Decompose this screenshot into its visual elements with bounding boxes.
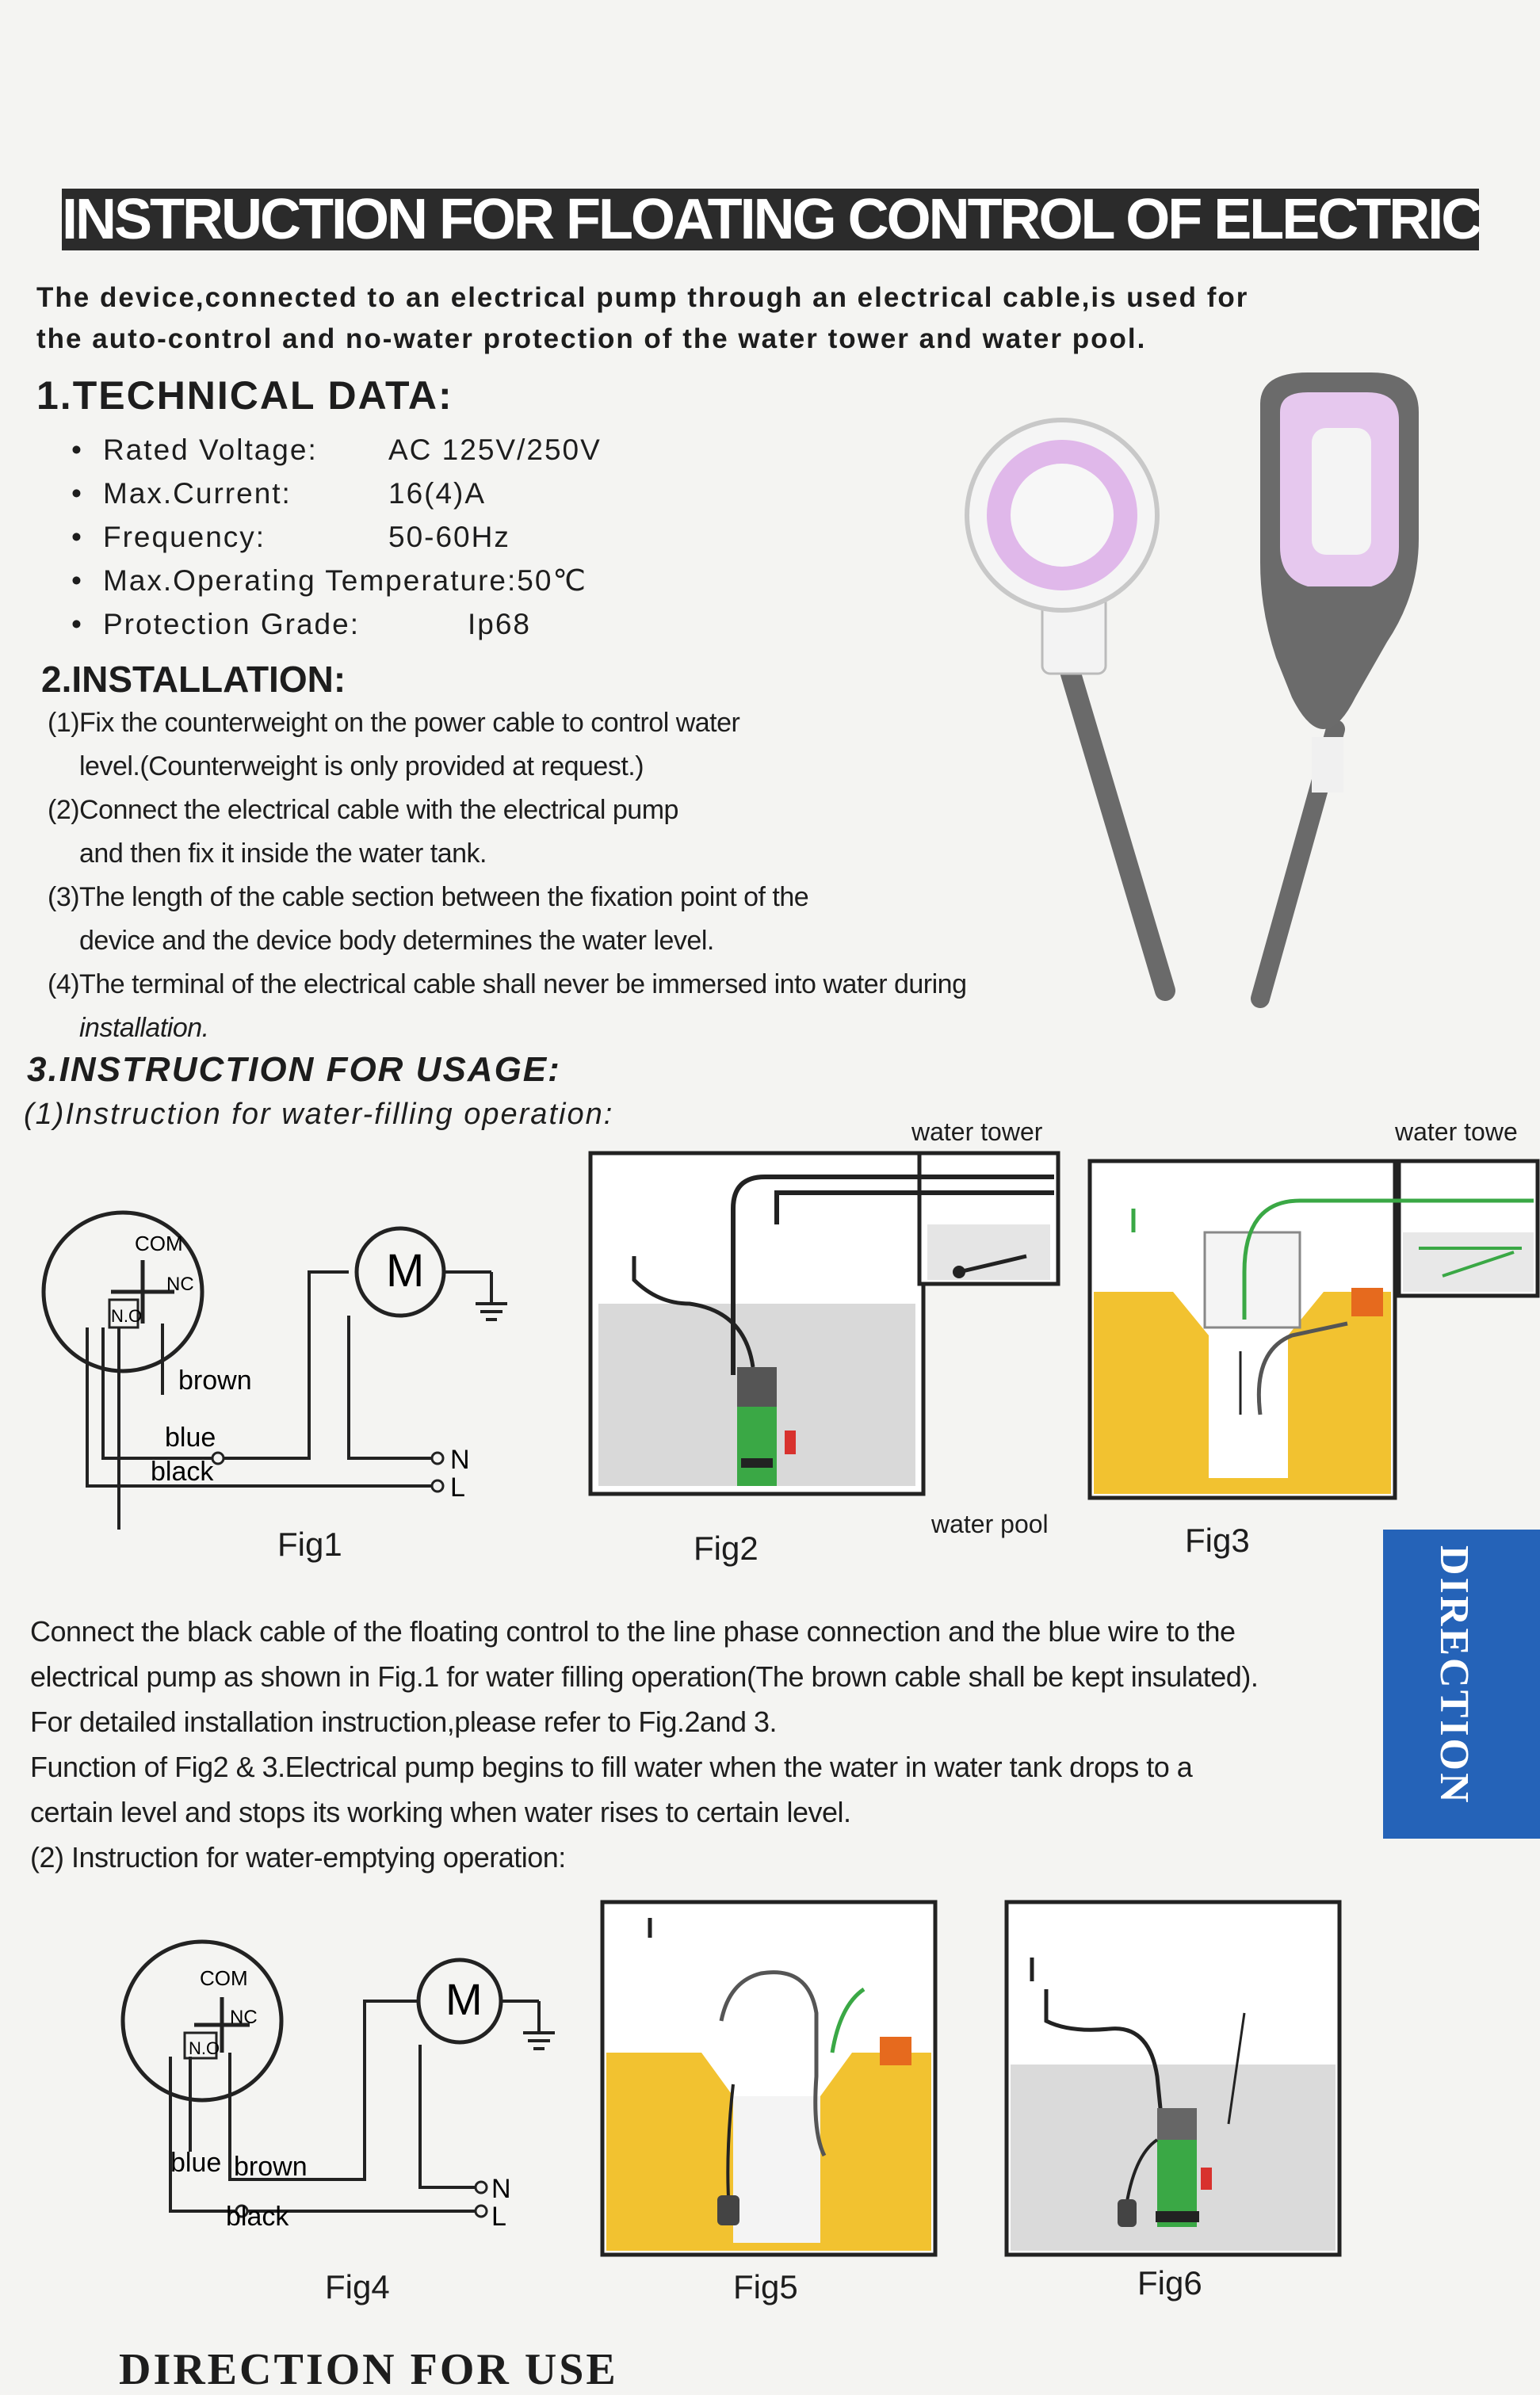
direction-side-tab-label: DIRECTION bbox=[1431, 1545, 1477, 1805]
water-tower-label: water tower bbox=[911, 1117, 1043, 1146]
spec-label: Max.Operating Temperature:50℃ bbox=[103, 564, 587, 597]
fig2-label: Fig2 bbox=[694, 1530, 759, 1567]
spec-value: AC 125V/250V bbox=[388, 434, 602, 466]
spec-value: 16(4)A bbox=[388, 477, 487, 510]
paragraph-line: Connect the black cable of the floating … bbox=[30, 1615, 1236, 1648]
water-pool-label: water pool bbox=[931, 1510, 1049, 1538]
installation-line: (2)Connect the electrical cable with the… bbox=[48, 795, 678, 825]
installation-line: (3)The length of the cable section betwe… bbox=[48, 882, 809, 912]
fig6-illustration bbox=[1004, 1900, 1342, 2257]
fig6-label: Fig6 bbox=[1137, 2264, 1202, 2301]
direction-side-tab: DIRECTION bbox=[1383, 1530, 1540, 1839]
l-terminal-label: L bbox=[450, 1473, 465, 1503]
spec-label: Frequency: bbox=[103, 521, 266, 553]
spec-label: Max.Current: bbox=[103, 477, 292, 510]
motor-symbol: M bbox=[445, 1974, 483, 2024]
blue-label: blue bbox=[165, 1423, 216, 1453]
paragraph-line: For detailed installation instruction,pl… bbox=[30, 1706, 778, 1738]
filling-heading: (1)Instruction for water-filling operati… bbox=[24, 1098, 614, 1131]
installation-line: level.(Counterweight is only provided at… bbox=[79, 751, 644, 781]
nc-label: NC bbox=[230, 2007, 258, 2028]
l-terminal-label: L bbox=[491, 2202, 506, 2232]
paragraph-line: Function of Fig2 & 3.Electrical pump beg… bbox=[30, 1751, 1193, 1783]
paragraph-line: electrical pump as shown in Fig.1 for wa… bbox=[30, 1660, 1259, 1693]
intro-line: The device,connected to an electrical pu… bbox=[36, 282, 1249, 313]
motor-symbol: M bbox=[386, 1245, 424, 1297]
intro-line: the auto-control and no-water protection… bbox=[36, 323, 1147, 354]
fig4-wiring-diagram: COM NC N.O M blue brown black N L bbox=[120, 1939, 555, 2232]
installation-line: (4)The terminal of the electrical cable … bbox=[48, 969, 967, 999]
black-label: black bbox=[226, 2202, 289, 2232]
brown-label: brown bbox=[234, 2152, 308, 2182]
no-label: N.O bbox=[111, 1306, 142, 1326]
brown-label: brown bbox=[178, 1366, 252, 1396]
fig1-label: Fig1 bbox=[277, 1526, 342, 1563]
technical-list: •Rated Voltage:AC 125V/250V •Max.Current… bbox=[71, 428, 602, 646]
installation-line: and then fix it inside the water tank. bbox=[79, 838, 487, 869]
fig2-illustration bbox=[588, 1151, 1060, 1496]
com-label: COM bbox=[135, 1232, 183, 1255]
usage-heading: 3.INSTRUCTION FOR USAGE: bbox=[27, 1050, 561, 1089]
installation-line: installation. bbox=[79, 1013, 209, 1043]
spec-row: •Frequency:50-60Hz bbox=[71, 515, 602, 559]
fig5-illustration bbox=[600, 1900, 938, 2257]
spec-row: •Protection Grade:Ip68 bbox=[71, 602, 602, 646]
no-label: N.O bbox=[189, 2038, 220, 2058]
spec-row: •Max.Operating Temperature:50℃ bbox=[71, 559, 602, 602]
com-label: COM bbox=[200, 1966, 248, 1990]
fig3-illustration bbox=[1087, 1159, 1540, 1500]
footer-title: DIRECTION FOR USE bbox=[119, 2345, 618, 2394]
fig3-label: Fig3 bbox=[1185, 1522, 1250, 1559]
spec-value: Ip68 bbox=[468, 608, 532, 640]
n-terminal-label: N bbox=[491, 2174, 511, 2204]
intro-text: The device,connected to an electrical pu… bbox=[36, 277, 1248, 360]
fig5-label: Fig5 bbox=[733, 2268, 798, 2305]
float-switch-illustration bbox=[965, 372, 1419, 1008]
installation-line: (1)Fix the counterweight on the power ca… bbox=[48, 708, 740, 738]
spec-row: •Max.Current:16(4)A bbox=[71, 472, 602, 515]
nc-label: NC bbox=[166, 1274, 194, 1295]
paragraph-line: certain level and stops its working when… bbox=[30, 1796, 851, 1828]
installation-heading: 2.INSTALLATION: bbox=[41, 659, 346, 700]
installation-list: (1)Fix the counterweight on the power ca… bbox=[48, 701, 967, 1050]
paragraph-line: (2) Instruction for water-emptying opera… bbox=[30, 1841, 566, 1874]
spec-value: 50-60Hz bbox=[388, 521, 510, 553]
usage-paragraph: Connect the black cable of the floating … bbox=[30, 1609, 1259, 1880]
water-tower-label: water towe bbox=[1395, 1117, 1518, 1146]
black-label: black bbox=[151, 1457, 214, 1487]
installation-line: device and the device body determines th… bbox=[79, 926, 714, 956]
technical-heading: 1.TECHNICAL DATA: bbox=[36, 373, 453, 418]
blue-label: blue bbox=[170, 2148, 221, 2178]
spec-row: •Rated Voltage:AC 125V/250V bbox=[71, 428, 602, 472]
page-title: INSTRUCTION FOR FLOATING CONTROL OF ELEC… bbox=[62, 189, 1479, 250]
spec-label: Rated Voltage: bbox=[103, 434, 318, 466]
n-terminal-label: N bbox=[450, 1445, 470, 1475]
fig4-label: Fig4 bbox=[325, 2268, 390, 2305]
spec-label: Protection Grade: bbox=[103, 608, 360, 640]
fig1-wiring-diagram: COM NC N.O M brown blue black N L bbox=[41, 1210, 507, 1530]
